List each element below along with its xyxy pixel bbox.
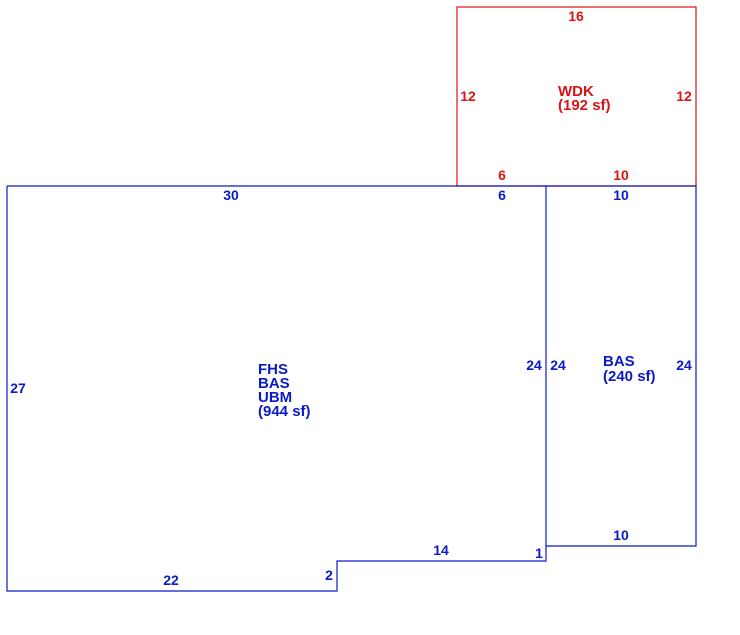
bas-wing-dim-bottom: 10: [613, 527, 629, 543]
bas-wing-dim-left: 24: [550, 357, 566, 373]
deck-dim-left: 12: [460, 88, 476, 104]
main-dim-bottom: 22: [163, 572, 179, 588]
bas-wing-area: (240 sf): [603, 368, 656, 385]
bas-wing-label: BAS: [603, 353, 635, 370]
main-label-2: BAS: [258, 375, 290, 392]
main-dim-right: 24: [526, 357, 542, 373]
main-area: (944 sf): [258, 403, 311, 420]
deck-dim-top: 16: [568, 8, 584, 24]
bas-wing-outline: [546, 185, 697, 547]
main-dim-notch-left: 2: [325, 567, 333, 583]
bas-wing-dim-right: 24: [676, 357, 692, 373]
main-dim-notch-right: 1: [535, 545, 543, 561]
deck-dim-bottom-right: 10: [613, 167, 629, 183]
main-dim-left: 27: [10, 380, 26, 396]
deck-dim-bottom-left: 6: [498, 167, 506, 183]
main-label-1: FHS: [258, 361, 288, 378]
bas-wing-dim-top: 10: [613, 187, 629, 203]
main-dim-notch-top: 14: [433, 542, 449, 558]
main-dim-top-left: 30: [223, 187, 239, 203]
deck-area: (192 sf): [558, 97, 611, 114]
main-dim-top-right: 6: [498, 187, 506, 203]
deck-dim-right: 12: [676, 88, 692, 104]
deck-label: WDK: [558, 83, 594, 100]
main-label-3: UBM: [258, 389, 292, 406]
